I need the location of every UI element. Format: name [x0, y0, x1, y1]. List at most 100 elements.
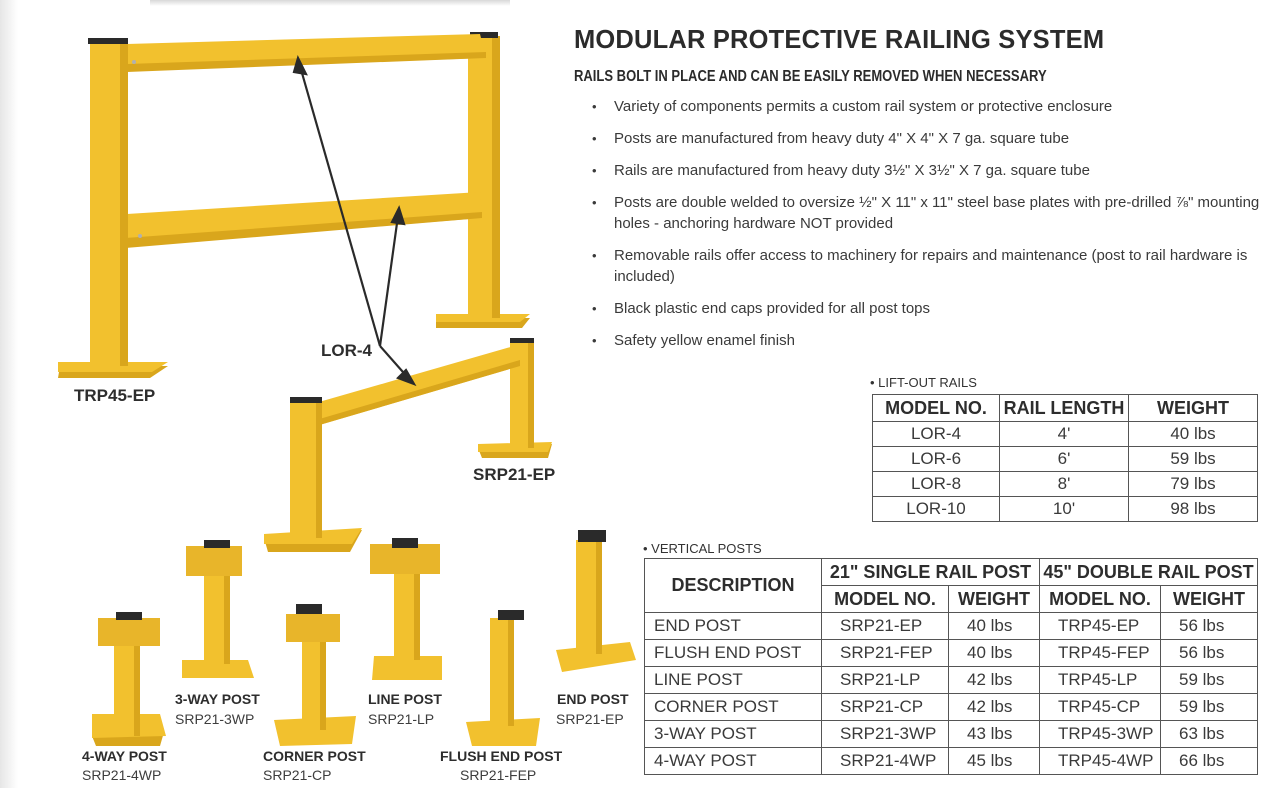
table-cell: FLUSH END POST: [644, 639, 822, 667]
table-header-row: MODEL NO. WEIGHT MODEL NO. WEIGHT: [645, 585, 1258, 613]
single-rail-group-header: 21" SINGLE RAIL POST: [821, 558, 1040, 586]
three-way-post-model: SRP21-3WP: [175, 711, 255, 727]
table-group-header-row: DESCRIPTION 21" SINGLE RAIL POST 45" DOU…: [644, 558, 1258, 613]
table-cell: CORNER POST: [644, 693, 822, 721]
line-post-label: LINE POST: [368, 691, 442, 707]
feature-list: Variety of components permits a custom r…: [590, 96, 1260, 362]
end-post-model: SRP21-EP: [556, 711, 624, 727]
flush-end-post-label: FLUSH END POST: [440, 748, 563, 764]
three-way-post-image: [182, 540, 254, 678]
four-way-post-label: 4-WAY POST: [82, 748, 167, 764]
line-post-model: SRP21-LP: [368, 711, 435, 727]
table-cell: 40 lbs: [1128, 421, 1258, 447]
table-row: 3-WAY POST SRP21-3WP 43 lbs TRP45-3WP 63…: [644, 720, 1258, 748]
table-cell: SRP21-4WP: [821, 747, 949, 775]
corner-post-image: [274, 604, 356, 746]
table-cell: TRP45-CP: [1039, 693, 1161, 721]
page-subtitle: RAILS BOLT IN PLACE AND CAN BE EASILY RE…: [574, 68, 1047, 85]
table-cell: SRP21-FEP: [821, 639, 949, 667]
corner-post-model: SRP21-CP: [263, 767, 332, 783]
end-post-label: END POST: [557, 691, 629, 707]
table-cell: 4': [999, 421, 1129, 447]
column-header: MODEL NO.: [1039, 585, 1161, 613]
feature-item: Safety yellow enamel finish: [590, 330, 1260, 351]
table-cell: 98 lbs: [1128, 496, 1258, 522]
description-header: DESCRIPTION: [644, 558, 822, 613]
table-row: 4-WAY POST SRP21-4WP 45 lbs TRP45-4WP 66…: [644, 747, 1258, 775]
table-cell: SRP21-EP: [821, 612, 949, 640]
column-header: RAIL LENGTH: [999, 394, 1129, 422]
table-header-row: MODEL NO. RAIL LENGTH WEIGHT: [872, 394, 1258, 422]
table-cell: LOR-10: [872, 496, 1000, 522]
table-cell: 63 lbs: [1160, 720, 1258, 748]
table-cell: TRP45-4WP: [1039, 747, 1161, 775]
double-rail-frame-image: [58, 32, 530, 378]
table-cell: LOR-6: [872, 446, 1000, 472]
page-edge-shade: [0, 0, 18, 788]
table-row: LOR-10 10' 98 lbs: [872, 496, 1258, 522]
feature-item: Rails are manufactured from heavy duty 3…: [590, 160, 1260, 181]
table-cell: 59 lbs: [1128, 446, 1258, 472]
table-cell: 66 lbs: [1160, 747, 1258, 775]
table-row: LOR-6 6' 59 lbs: [872, 446, 1258, 472]
trp45-ep-label: TRP45-EP: [74, 386, 156, 405]
callout-arrows: [292, 54, 417, 387]
table-row: END POST SRP21-EP 40 lbs TRP45-EP 56 lbs: [644, 612, 1258, 640]
corner-post-label: CORNER POST: [263, 748, 366, 764]
table-cell: TRP45-3WP: [1039, 720, 1161, 748]
table-cell: SRP21-3WP: [821, 720, 949, 748]
feature-item: Variety of components permits a custom r…: [590, 96, 1260, 117]
single-rail-image: [264, 338, 552, 552]
column-header: WEIGHT: [1160, 585, 1258, 613]
column-header: WEIGHT: [1128, 394, 1258, 422]
feature-item: Posts are double welded to oversize ½" X…: [590, 192, 1260, 234]
table-cell: 4-WAY POST: [644, 747, 822, 775]
column-header: MODEL NO.: [821, 585, 949, 613]
line-post-image: [370, 538, 442, 680]
table-cell: 3-WAY POST: [644, 720, 822, 748]
table-row: LINE POST SRP21-LP 42 lbs TRP45-LP 59 lb…: [644, 666, 1258, 694]
table-cell: 43 lbs: [948, 720, 1040, 748]
three-way-post-label: 3-WAY POST: [175, 691, 260, 707]
vertical-posts-heading: • VERTICAL POSTS: [643, 541, 762, 556]
lift-out-rails-table: MODEL NO. RAIL LENGTH WEIGHT LOR-4 4' 40…: [872, 394, 1258, 522]
table-cell: END POST: [644, 612, 822, 640]
double-rail-group-header: 45" DOUBLE RAIL POST: [1039, 558, 1258, 586]
page-title: MODULAR PROTECTIVE RAILING SYSTEM: [574, 24, 1105, 54]
flush-end-post-image: [466, 610, 540, 746]
table-cell: 59 lbs: [1160, 693, 1258, 721]
feature-item: Black plastic end caps provided for all …: [590, 298, 1260, 319]
four-way-post-model: SRP21-4WP: [82, 767, 162, 783]
table-cell: 79 lbs: [1128, 471, 1258, 497]
table-cell: LOR-4: [872, 421, 1000, 447]
table-cell: TRP45-FEP: [1039, 639, 1161, 667]
four-way-post-image: [92, 612, 166, 746]
table-cell: 59 lbs: [1160, 666, 1258, 694]
table-cell: 40 lbs: [948, 612, 1040, 640]
flush-end-post-model: SRP21-FEP: [460, 767, 537, 783]
table-cell: TRP45-EP: [1039, 612, 1161, 640]
srp21-ep-label: SRP21-EP: [473, 465, 556, 484]
table-cell: 6': [999, 446, 1129, 472]
table-cell: 42 lbs: [948, 666, 1040, 694]
table-cell: 42 lbs: [948, 693, 1040, 721]
table-cell: LOR-8: [872, 471, 1000, 497]
page-top-shade: [150, 0, 510, 6]
table-cell: SRP21-CP: [821, 693, 949, 721]
table-cell: SRP21-LP: [821, 666, 949, 694]
vertical-posts-table: DESCRIPTION 21" SINGLE RAIL POST 45" DOU…: [644, 558, 1258, 775]
table-cell: LINE POST: [644, 666, 822, 694]
feature-item: Removable rails offer access to machiner…: [590, 245, 1260, 287]
table-cell: 8': [999, 471, 1129, 497]
table-cell: 56 lbs: [1160, 639, 1258, 667]
table-row: LOR-8 8' 79 lbs: [872, 471, 1258, 497]
table-cell: 45 lbs: [948, 747, 1040, 775]
table-cell: 40 lbs: [948, 639, 1040, 667]
feature-item: Posts are manufactured from heavy duty 4…: [590, 128, 1260, 149]
table-row: LOR-4 4' 40 lbs: [872, 421, 1258, 447]
column-header: MODEL NO.: [872, 394, 1000, 422]
column-header: WEIGHT: [948, 585, 1040, 613]
table-row: CORNER POST SRP21-CP 42 lbs TRP45-CP 59 …: [644, 693, 1258, 721]
end-post-image: [556, 530, 636, 672]
lor-4-label: LOR-4: [321, 341, 372, 360]
